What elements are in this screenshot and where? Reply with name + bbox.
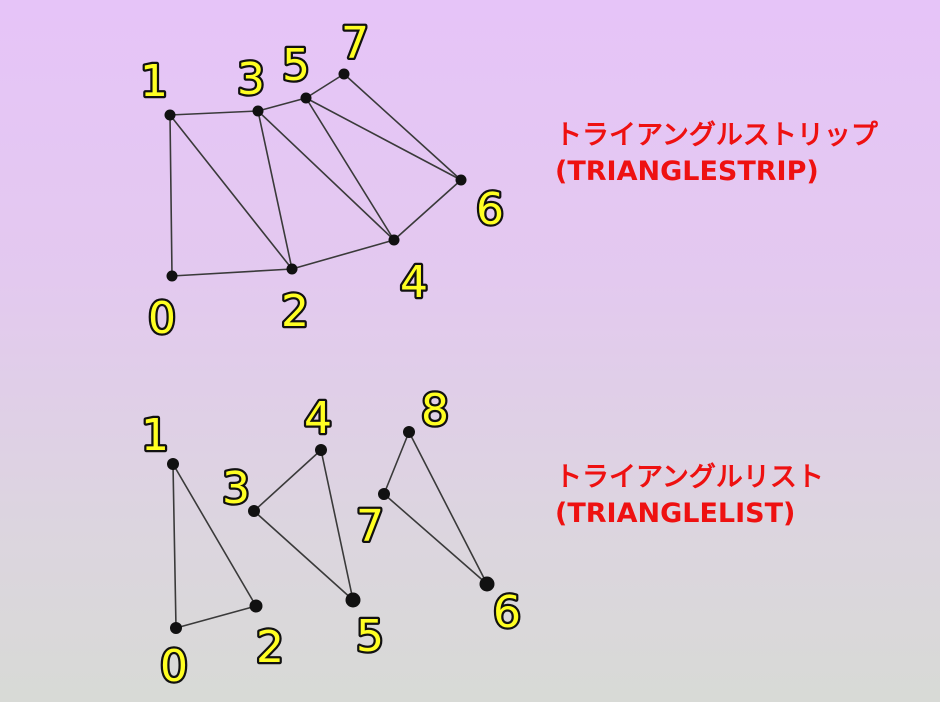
list-triangle-b [253, 449, 354, 601]
strip-edge [305, 97, 462, 181]
strip-vertex-labels: 0 1 2 3 4 5 6 7 [138, 16, 507, 347]
list-vertex-5 [345, 592, 361, 608]
list-triangle-c [383, 431, 488, 585]
strip-edge [393, 179, 462, 241]
strip-label-6: 6 [476, 184, 504, 235]
strip-edge [257, 110, 395, 241]
list-triangle-a [172, 463, 257, 629]
strip-edges [169, 73, 462, 277]
strip-edge [169, 114, 293, 270]
list-vertex-4 [315, 444, 327, 456]
list-label-4: 4 [304, 393, 332, 444]
strip-vertex-4 [388, 234, 400, 246]
strip-vertex-6 [455, 174, 467, 186]
strip-vertex-7 [338, 68, 350, 80]
list-edge [175, 605, 257, 629]
list-vertex-6 [479, 576, 495, 592]
list-vertex-3 [248, 505, 260, 517]
strip-vertex-0 [166, 270, 178, 282]
list-vertex-7 [378, 488, 390, 500]
strip-label-3: 3 [237, 54, 265, 105]
list-edge [253, 449, 322, 512]
strip-edge [169, 114, 173, 277]
strip-edge [343, 73, 462, 181]
list-caption-en: (TRIANGLELIST) [555, 498, 796, 529]
list-vertices [167, 426, 495, 634]
list-vertex-8 [403, 426, 415, 438]
strip-edge [169, 110, 259, 116]
strip-caption: トライアングルストリップ (TRIANGLESTRIP) [555, 118, 878, 190]
list-edge [383, 493, 488, 585]
list-edge [408, 431, 488, 585]
strip-caption-en: (TRIANGLESTRIP) [555, 156, 819, 187]
list-edge [172, 463, 257, 607]
strip-edge [305, 73, 345, 99]
list-label-6: 6 [493, 587, 521, 638]
strip-caption-jp: トライアングルストリップ [555, 120, 878, 151]
list-label-1: 1 [141, 410, 169, 461]
list-diagram: 0 1 2 3 4 5 6 7 8 [139, 383, 524, 695]
list-vertex-1 [167, 458, 179, 470]
list-edge [253, 510, 354, 601]
strip-vertex-1 [164, 109, 176, 121]
strip-vertex-2 [286, 263, 298, 275]
strip-vertices [164, 68, 467, 282]
list-vertex-labels: 0 1 2 3 4 5 6 7 8 [139, 383, 524, 695]
strip-diagram: 0 1 2 3 4 5 6 7 [138, 16, 507, 347]
strip-edge [257, 110, 293, 270]
strip-label-2: 2 [281, 286, 309, 337]
list-vertex-0 [170, 622, 182, 634]
list-label-0: 0 [160, 641, 188, 692]
strip-vertex-3 [252, 105, 264, 117]
list-edge [383, 431, 410, 495]
list-label-2: 2 [256, 622, 284, 673]
strip-edge [305, 97, 395, 241]
list-label-7: 7 [356, 501, 384, 552]
list-caption: トライアングルリスト (TRIANGLELIST) [555, 460, 824, 532]
list-edge [172, 463, 177, 629]
strip-vertex-5 [300, 92, 312, 104]
list-label-3: 3 [222, 463, 250, 514]
strip-edge [257, 97, 307, 112]
strip-label-5: 5 [282, 40, 310, 91]
list-label-8: 8 [421, 385, 449, 436]
list-caption-jp: トライアングルリスト [555, 462, 824, 493]
strip-edge [291, 239, 395, 270]
strip-label-0: 0 [148, 293, 176, 344]
list-label-5: 5 [356, 611, 384, 662]
strip-label-4: 4 [400, 257, 428, 308]
list-edge [320, 449, 354, 601]
strip-label-7: 7 [341, 18, 369, 69]
strip-label-1: 1 [140, 56, 168, 107]
strip-edge [171, 268, 293, 277]
list-vertex-2 [249, 599, 263, 613]
